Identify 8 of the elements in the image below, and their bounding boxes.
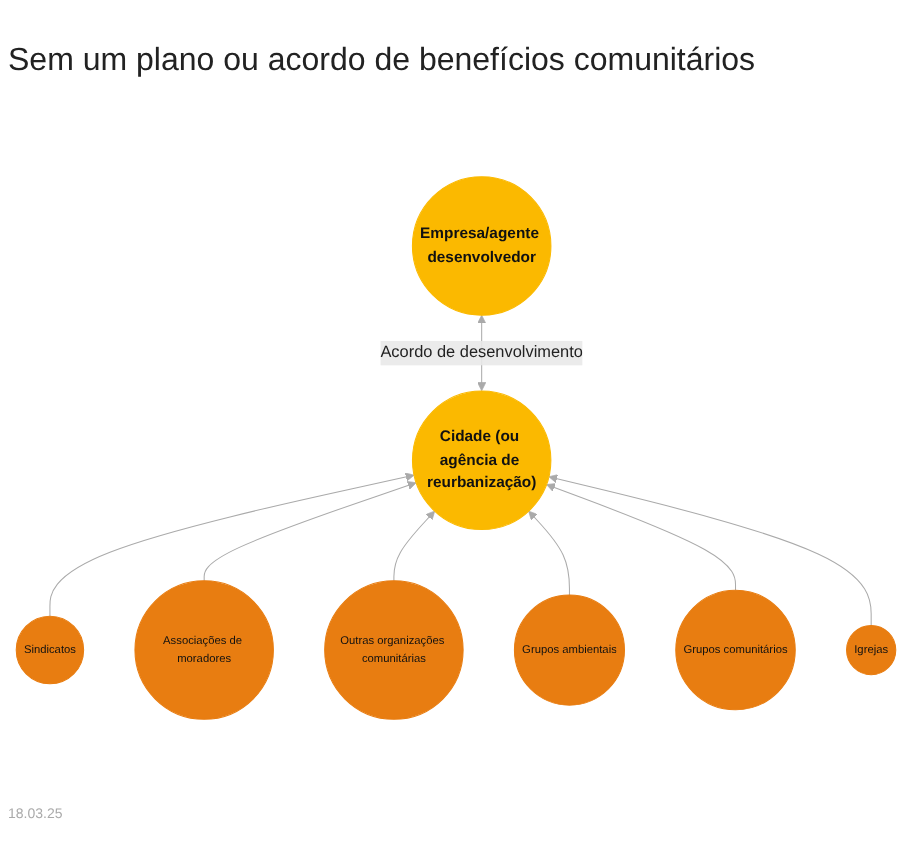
arrow <box>393 510 436 582</box>
edge-label: Acordo de desenvolvimento <box>380 343 583 362</box>
arrow <box>203 481 417 582</box>
arrow <box>548 474 872 626</box>
title: Sem um plano ou acordo de benefícios comunitários <box>8 44 756 80</box>
arrow <box>528 510 570 596</box>
arrow <box>49 472 415 617</box>
arrow <box>546 483 737 591</box>
